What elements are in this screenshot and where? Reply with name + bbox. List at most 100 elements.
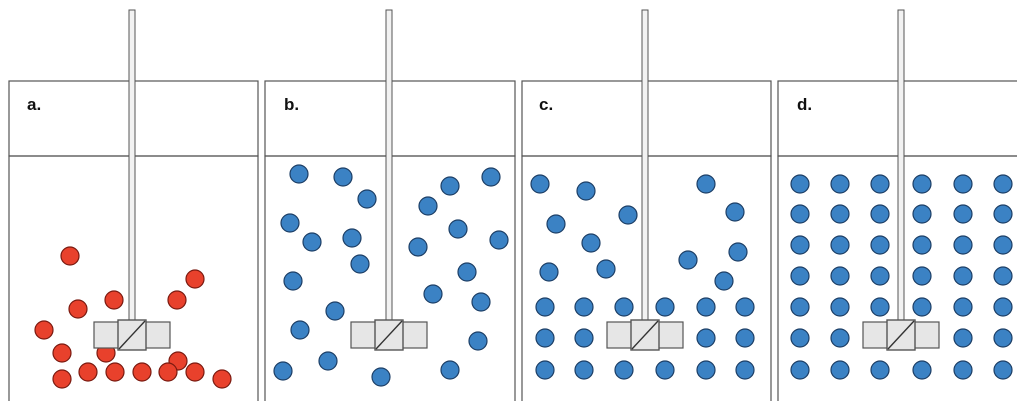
particle (696, 328, 716, 348)
panel-b: b. (264, 9, 516, 401)
particle (357, 189, 377, 209)
particle (993, 360, 1013, 380)
particle (68, 299, 88, 319)
particle (870, 174, 890, 194)
particle (530, 174, 550, 194)
particle (830, 204, 850, 224)
particle (790, 297, 810, 317)
particle (830, 235, 850, 255)
particle (471, 292, 491, 312)
particle (993, 204, 1013, 224)
particle (618, 205, 638, 225)
particle (167, 290, 187, 310)
particle (790, 328, 810, 348)
particles (273, 164, 509, 387)
particle (953, 174, 973, 194)
particle (953, 360, 973, 380)
particle (289, 164, 309, 184)
particles (530, 174, 755, 380)
particle (574, 360, 594, 380)
particle (870, 266, 890, 286)
particle (283, 271, 303, 291)
particle (870, 360, 890, 380)
particle (912, 235, 932, 255)
particle (678, 250, 698, 270)
particle (290, 320, 310, 340)
particle (735, 360, 755, 380)
particle (581, 233, 601, 253)
particle (993, 174, 1013, 194)
particle (535, 360, 555, 380)
particle (440, 176, 460, 196)
particles (790, 174, 1013, 380)
particle (52, 369, 72, 389)
particle (333, 167, 353, 187)
particle (993, 328, 1013, 348)
particle (735, 297, 755, 317)
particle (614, 297, 634, 317)
particle (371, 367, 391, 387)
particle (302, 232, 322, 252)
particle (696, 360, 716, 380)
particle (280, 213, 300, 233)
particle (953, 328, 973, 348)
panel-a: a. (8, 9, 259, 401)
particle (576, 181, 596, 201)
impeller-icon (93, 319, 171, 351)
particle (342, 228, 362, 248)
particle (574, 328, 594, 348)
stirrer-shaft (897, 9, 905, 323)
particle (535, 297, 555, 317)
particle (539, 262, 559, 282)
particle (912, 297, 932, 317)
panel-d: d. (777, 9, 1017, 401)
particle (993, 266, 1013, 286)
particle (696, 297, 716, 317)
particle (870, 297, 890, 317)
impeller-icon (862, 319, 940, 351)
particle (953, 266, 973, 286)
particle (535, 328, 555, 348)
particle (728, 242, 748, 262)
stirrer-shaft (128, 9, 136, 323)
particle (418, 196, 438, 216)
panel-label: c. (539, 95, 553, 114)
panel-label: b. (284, 95, 299, 114)
particle (993, 235, 1013, 255)
particle (481, 167, 501, 187)
particle (546, 214, 566, 234)
particle (132, 362, 152, 382)
particle (60, 246, 80, 266)
particle (830, 360, 850, 380)
particle (34, 320, 54, 340)
particle (614, 360, 634, 380)
particle (574, 297, 594, 317)
stirrer-shaft (385, 9, 393, 323)
particle (440, 360, 460, 380)
particle (350, 254, 370, 274)
particle (408, 237, 428, 257)
particle (912, 204, 932, 224)
particle (78, 362, 98, 382)
panel-label: d. (797, 95, 812, 114)
particle (912, 174, 932, 194)
particle (953, 235, 973, 255)
particle (790, 204, 810, 224)
particle (185, 269, 205, 289)
particle (457, 262, 477, 282)
particle (953, 204, 973, 224)
stirrer-shaft (641, 9, 649, 323)
particle (596, 259, 616, 279)
particle (790, 266, 810, 286)
impeller-icon (350, 319, 428, 351)
particle (830, 174, 850, 194)
particle (735, 328, 755, 348)
particle (105, 362, 125, 382)
particle (830, 328, 850, 348)
particle (655, 297, 675, 317)
particle (790, 174, 810, 194)
particle (912, 266, 932, 286)
particle (448, 219, 468, 239)
particle (318, 351, 338, 371)
